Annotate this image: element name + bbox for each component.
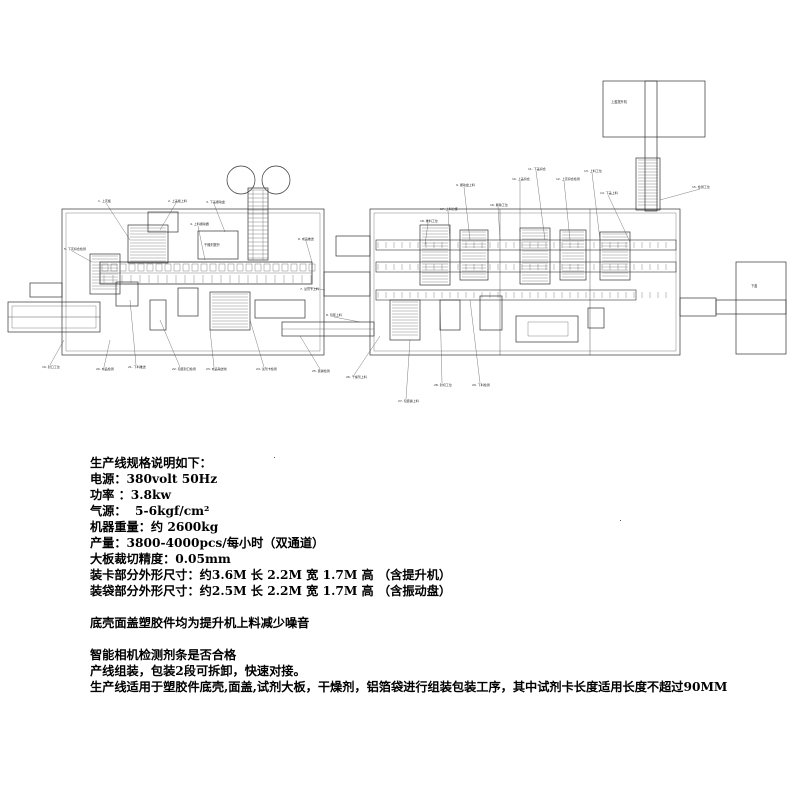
right-outfeed-conveyor [679, 297, 717, 317]
spec-cut-precision: 大板裁切精度：0.05mm [90, 552, 231, 566]
callout-label: 1. 上壳板 [98, 198, 111, 203]
callout-label: 19. 封口工位 [42, 364, 60, 369]
right-frame [369, 208, 681, 356]
callout-label: 22. 包装封口检测 [172, 366, 196, 371]
callout-label: 26. 干燥剂上料 [346, 374, 367, 379]
callout-label: 15. 检测工位 [692, 184, 710, 189]
callout-label: 13. 上料工位 [584, 168, 602, 173]
stray-dot [620, 520, 621, 521]
spec-title: 生产线规格说明如下： [90, 456, 212, 470]
top-lifter-box [602, 80, 706, 138]
callout-label: 24. 试剂卡检测 [256, 366, 277, 371]
spec-weight: 机器重量：约 2600kg [90, 520, 219, 534]
lifter-wheel-right [261, 165, 291, 195]
spec-note-lifter: 底壳面盖塑胶件均为提升机上料减少噪音 [90, 616, 310, 630]
callout-label: 4. 上料振动器 [190, 221, 209, 226]
spec-bag-dims: 装袋部分外形尺寸：约2.5M 长 2.2M 宽 1.7M 高 （含振动盘） [90, 584, 452, 598]
callout-label: 5. 下壳扣合检测 [64, 246, 86, 251]
spec-power-supply: 电源：380volt 50Hz [90, 472, 218, 486]
callout-label: 23. 成品输送线 [206, 366, 227, 371]
callout-label: 12. 上壳扣合检测 [556, 176, 580, 181]
callout-label: 25. 装袋检测 [312, 368, 330, 373]
callout-label: 29. 下料检测 [472, 382, 490, 387]
callout-label: 10. 上盖扣合 [512, 176, 530, 181]
top-lifter-label: 上盖提升机 [611, 99, 628, 104]
callout-label: 2. 上盖板上料 [168, 198, 187, 203]
callout-label: 16. 剔除工位 [490, 202, 508, 207]
callout-label: 20. 成品检测 [96, 366, 114, 371]
callout-label: 7. 试剂卡上料 [300, 286, 319, 291]
stray-dot [274, 457, 275, 458]
center-box-label: 干燥剂提升 [204, 242, 221, 247]
spec-air: 气源： 5-6kgf/cm² [90, 504, 210, 518]
left-frame [61, 208, 325, 356]
layout-drawing: 干燥剂提升 上盖提升机 下盖 1. 上壳板 2. 上盖板上料 3. 下盖振动盘 4. … [7, 80, 787, 403]
callout-label: 27. 包装袋上料 [398, 398, 419, 403]
callout-label: 18. 推料工位 [420, 218, 438, 223]
center-box [197, 230, 239, 260]
right-box [735, 261, 787, 355]
callout-label: 8. 包装上料 [326, 312, 342, 317]
spec-section: 生产线规格说明如下： 电源：380volt 50Hz 功率 ：3.8kw 气源：… [90, 455, 730, 695]
right-box-label: 下盖 [751, 283, 758, 288]
callout-label: 9. 振动盘上料 [456, 182, 475, 187]
callout-label: 21. 下料推送 [128, 364, 146, 369]
callout-label: 6. 成品推送 [298, 236, 314, 241]
spec-output: 产量：3800-4000pcs/每小时（双通道） [90, 536, 325, 550]
callout-label: 28. 封切工位 [434, 382, 452, 387]
spec-note-camera: 智能相机检测剂条是否合格 [90, 648, 237, 662]
callout-label: 11. 下盖扣合 [528, 166, 546, 171]
spec-card-dims: 装卡部分外形尺寸：约3.6M 长 2.2M 宽 1.7M 高 （含提升机） [90, 568, 452, 582]
callout-label: 17. 上料分拣 [440, 206, 458, 211]
spec-power: 功率 ：3.8kw [90, 488, 171, 502]
spec-note-assembly: 产线组装，包装2段可拆卸，快速对接。 [90, 664, 306, 678]
spec-note-application: 生产线适用于塑胶件底壳,面盖,试剂大板，干燥剂，铝箔袋进行组装包装工序，其中试剂… [90, 680, 728, 694]
lifter-wheel-left [226, 165, 256, 195]
callout-label: 3. 下盖振动盘 [206, 199, 225, 204]
callout-label: 14. 下盖上料 [600, 190, 618, 195]
